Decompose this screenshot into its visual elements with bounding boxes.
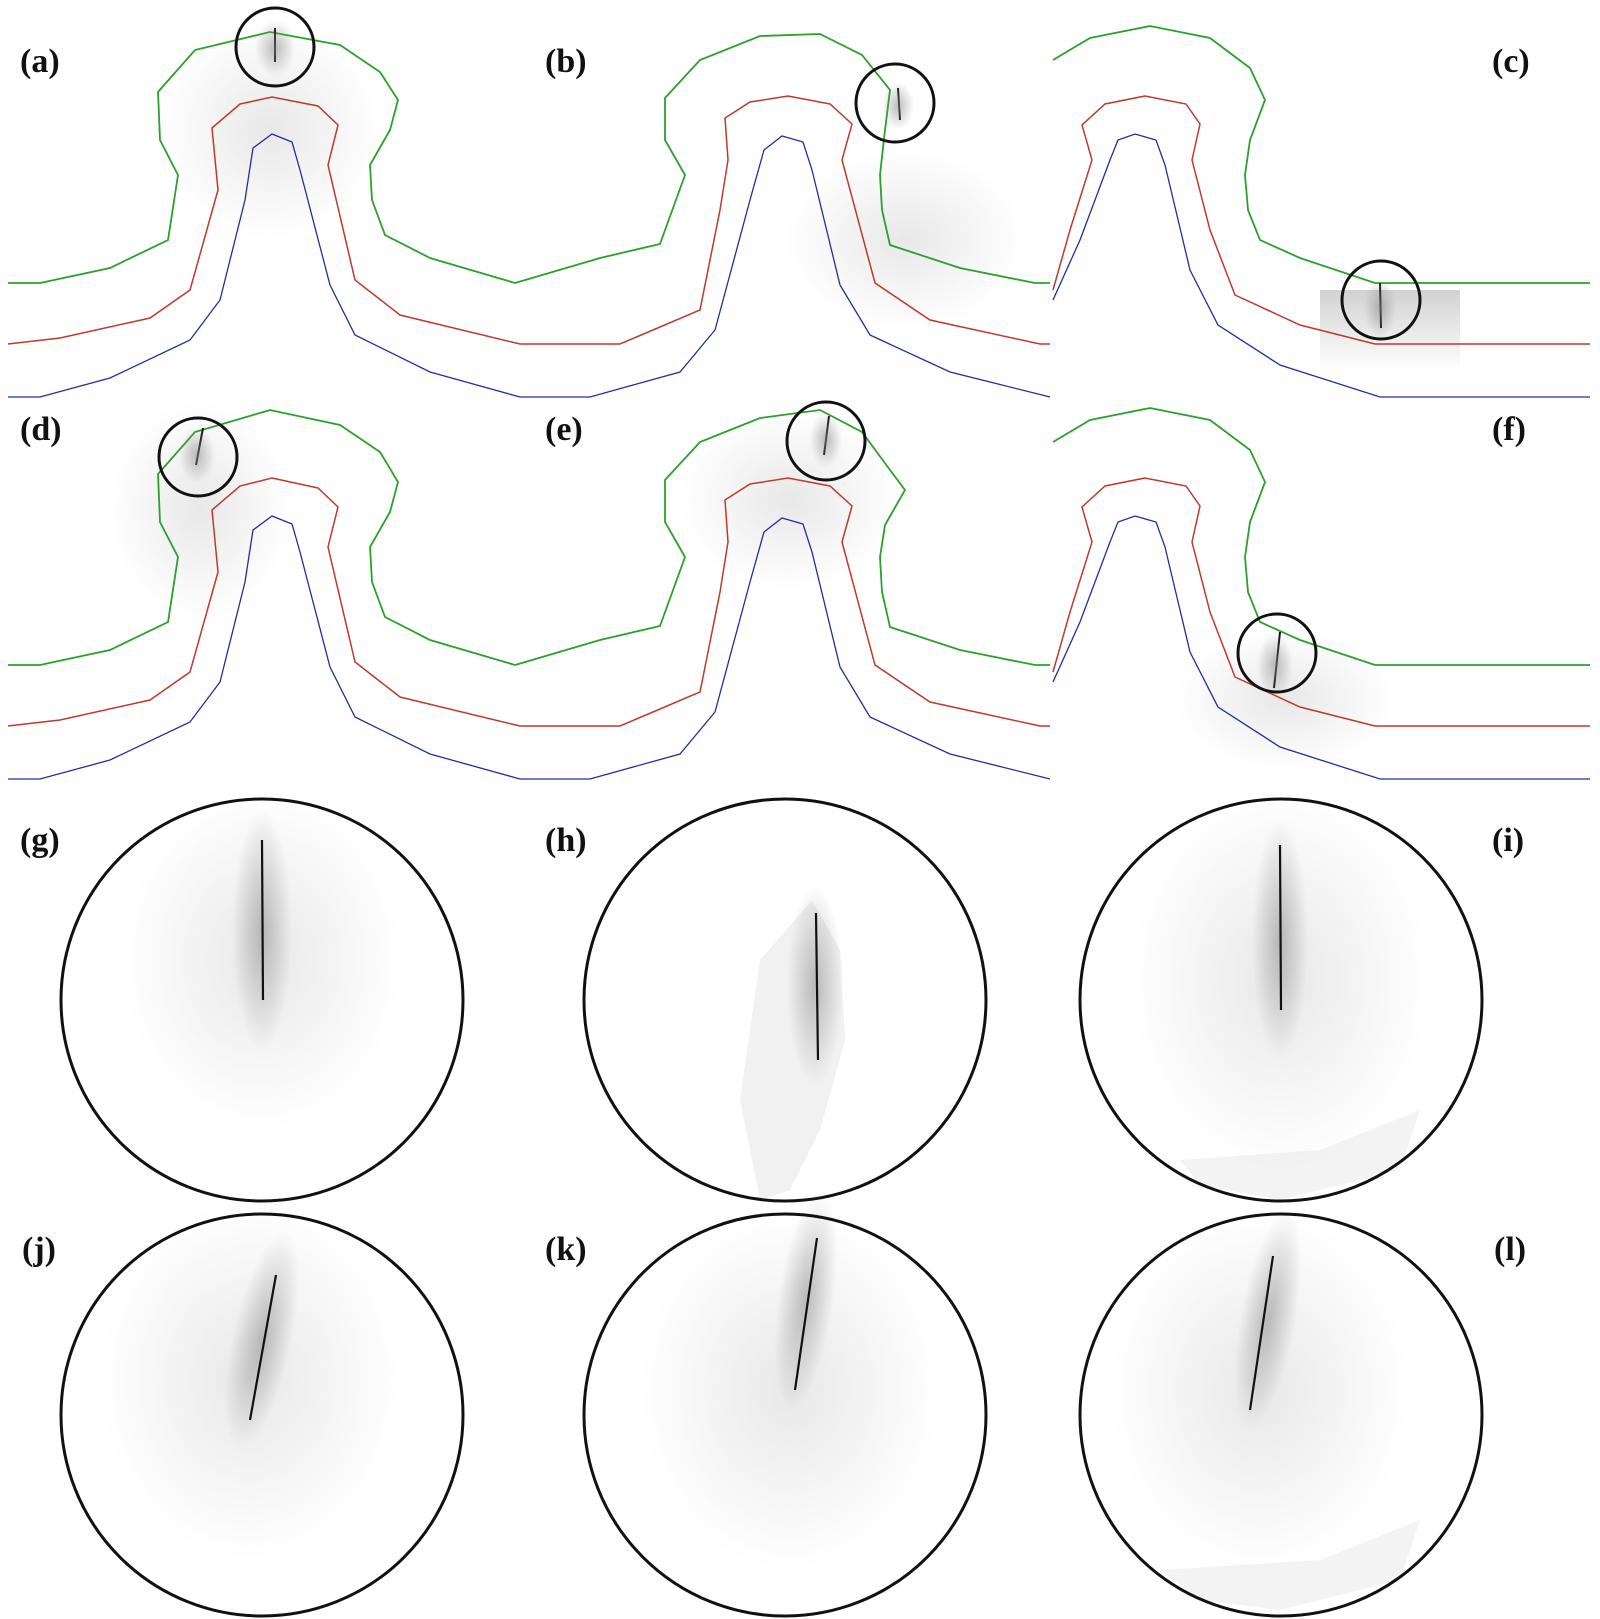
middle-boundary xyxy=(1052,95,1590,345)
crack xyxy=(260,839,265,1001)
inner-boundary xyxy=(8,133,521,398)
panel-k: (k) xyxy=(545,1191,988,1618)
panel-h: (h) xyxy=(545,797,988,1203)
panel-a: (a) xyxy=(7,6,521,398)
zoom-circle xyxy=(157,416,239,498)
outer-boundary xyxy=(8,409,516,666)
panel-g: (g) xyxy=(20,790,465,1203)
zoom-view-circle xyxy=(1078,1212,1484,1618)
outer-boundary xyxy=(1052,407,1590,666)
zoom-circle xyxy=(234,6,316,88)
panel-label: (g) xyxy=(20,822,60,859)
panel-label: (c) xyxy=(1492,43,1530,80)
panel-b: (b) xyxy=(514,33,1051,398)
middle-boundary xyxy=(1052,477,1590,727)
inner-boundary xyxy=(520,517,1051,780)
crack xyxy=(1278,844,1283,1011)
panel-i: (i) xyxy=(1078,790,1524,1203)
panel-label: (f) xyxy=(1492,411,1526,448)
panel-label: (j) xyxy=(22,1231,56,1268)
middle-boundary xyxy=(7,96,521,345)
panel-label: (b) xyxy=(545,43,587,80)
panel-label: (d) xyxy=(20,411,62,448)
damage-shading xyxy=(680,410,900,590)
crack xyxy=(248,1274,278,1421)
zoom-circle xyxy=(1236,612,1318,694)
damage-shading xyxy=(160,20,380,240)
zoom-view-circle xyxy=(1078,797,1484,1203)
inner-boundary xyxy=(8,515,521,780)
panel-e: (e) xyxy=(514,400,1051,780)
panel-label: (a) xyxy=(20,43,60,80)
panel-c: (c) xyxy=(1052,25,1590,398)
zoom-circle xyxy=(785,400,867,482)
zoom-circle xyxy=(1340,259,1422,341)
zoom-view-circle xyxy=(59,1212,465,1618)
panel-label: (l) xyxy=(1494,1231,1526,1268)
panel-label: (i) xyxy=(1492,822,1524,859)
panel-label: (e) xyxy=(545,411,583,448)
panel-j: (j) xyxy=(22,1200,465,1618)
zoom-circle xyxy=(854,62,936,144)
damage-shading xyxy=(785,150,1025,330)
crack xyxy=(814,912,820,1061)
inner-boundary xyxy=(520,135,1051,398)
outer-boundary xyxy=(1052,25,1590,284)
outer-boundary xyxy=(8,31,516,284)
panel-d: (d) xyxy=(7,400,521,780)
zoom-view-circle xyxy=(582,1212,988,1618)
inner-boundary xyxy=(1052,133,1590,398)
panel-f: (f) xyxy=(1052,407,1590,780)
panel-label: (k) xyxy=(545,1231,587,1268)
panel-l: (l) xyxy=(1078,1210,1526,1618)
crack xyxy=(1248,1255,1275,1411)
zoom-view-circle xyxy=(582,797,988,1203)
damage-shading xyxy=(110,400,290,620)
middle-boundary xyxy=(520,95,1050,345)
outer-boundary xyxy=(514,33,1050,284)
middle-boundary xyxy=(520,477,1050,727)
inner-boundary xyxy=(1052,515,1590,780)
outer-boundary xyxy=(514,409,1050,666)
crack xyxy=(793,1237,819,1391)
panel-label: (h) xyxy=(545,822,587,859)
middle-boundary xyxy=(7,477,521,727)
